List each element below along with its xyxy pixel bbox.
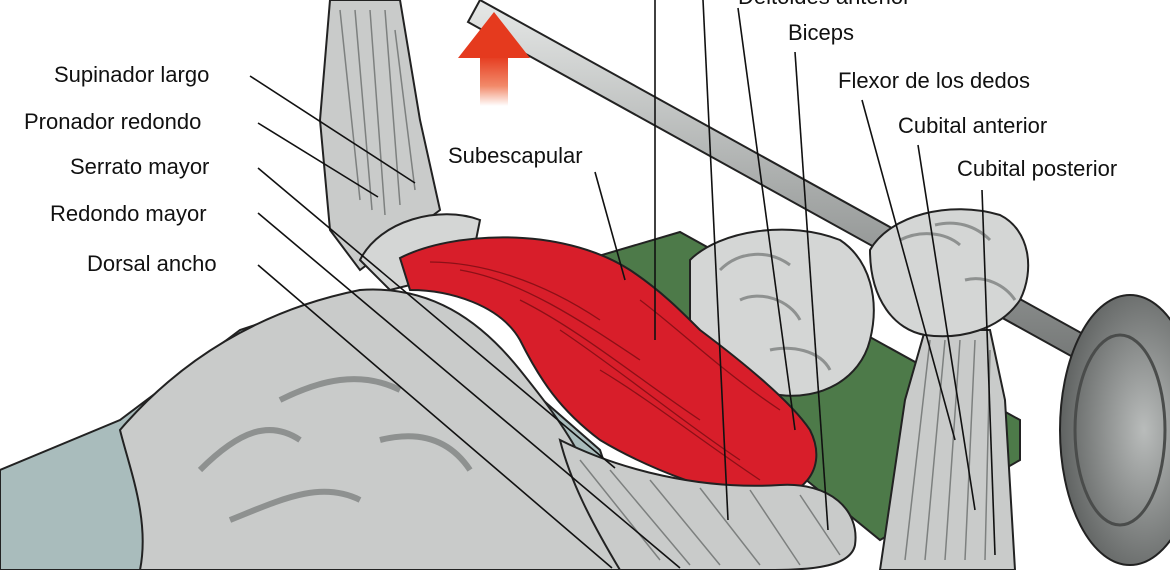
leader-dorsal-ancho	[257, 264, 613, 569]
label-biceps: Biceps	[788, 20, 855, 45]
leader-lines	[249, 0, 996, 569]
label-deltoides-anterior: Deltoides anterior	[738, 0, 910, 8]
right-hand	[868, 208, 1030, 338]
leader-serrato-mayor	[257, 167, 616, 469]
label-supinador-largo: Supinador largo	[54, 62, 210, 87]
label-redondo-mayor: Redondo mayor	[50, 201, 207, 226]
label-pronador-redondo: Pronador redondo	[24, 109, 202, 134]
label-cubital-anterior: Cubital anterior	[898, 113, 1048, 138]
highlighted-muscle-fibers	[429, 261, 781, 481]
label-subescapular: Subescapular	[448, 143, 583, 168]
upper-arm-fibers	[579, 459, 841, 566]
up-arrow-icon	[458, 12, 530, 106]
leader-pronador-redondo	[257, 122, 379, 198]
head-detail	[718, 252, 832, 371]
leader-deltoides-c	[737, 7, 796, 431]
torso-muscles	[118, 288, 622, 571]
label-flexor-dedos: Flexor de los dedos	[838, 68, 1030, 93]
leader-deltoides-b	[702, 0, 729, 521]
leader-cubital-posterior	[981, 189, 996, 556]
weight-plate-inner	[1073, 333, 1167, 527]
leader-subescapular	[594, 171, 626, 281]
leader-biceps	[794, 51, 829, 531]
label-serrato-mayor: Serrato mayor	[70, 154, 210, 179]
label-cubital-posterior: Cubital posterior	[957, 156, 1118, 181]
leader-redondo-mayor	[257, 212, 681, 569]
leader-flexor-dedos	[861, 99, 956, 441]
highlighted-muscle	[398, 236, 818, 502]
leader-supinador-largo	[249, 75, 416, 184]
leader-cubital-anterior	[917, 144, 976, 511]
torso-shading	[197, 376, 473, 523]
right-forearm-fibers	[904, 339, 991, 561]
left-forearm-fibers	[339, 9, 416, 216]
label-dorsal-ancho: Dorsal ancho	[87, 251, 217, 276]
